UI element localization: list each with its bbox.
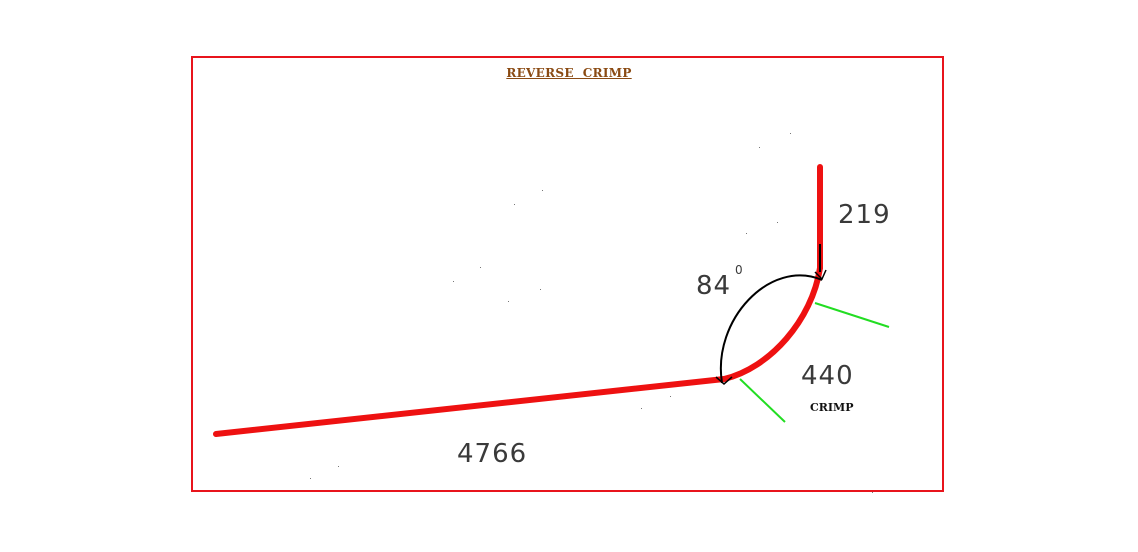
crimp-length-label: 440: [801, 361, 854, 391]
crimp-label: CRIMP: [810, 401, 854, 414]
angle-value-label: 84: [696, 271, 732, 301]
crimp-curve: [721, 265, 823, 382]
crimp-end-marker: [814, 302, 890, 328]
arc-end-tick-end: [814, 269, 827, 281]
arc-end-tick-start: [715, 376, 733, 385]
scan-specks: [310, 133, 873, 493]
long-leg-length-label: 4766: [457, 439, 528, 469]
short-leg-length-label: 219: [838, 200, 891, 230]
drawing-border: [191, 56, 944, 492]
angle-arc: [719, 274, 823, 384]
drawing-title: REVERSE CRIMP: [506, 66, 632, 80]
angle-unit-label: 0: [735, 263, 743, 277]
crimp-start-marker: [739, 378, 786, 423]
long-leg-line: [213, 376, 727, 437]
